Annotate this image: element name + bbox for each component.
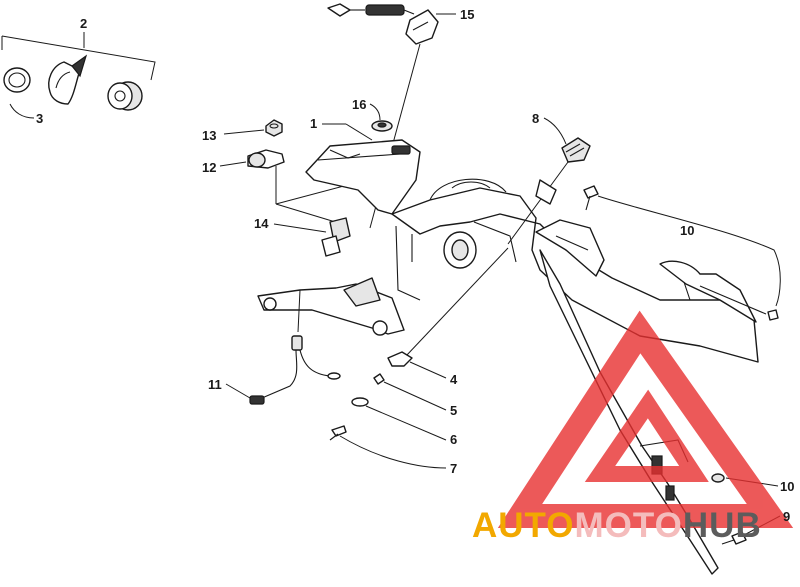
ring-seal [3,67,31,93]
watermark-triangle-outer [497,310,794,528]
callout-labels: 2 3 15 16 1 13 12 14 8 10 11 4 5 6 7 10 … [36,7,794,524]
nut-5 [373,373,385,385]
bolt-7 [331,425,347,437]
watermark-word-auto: AUTO [472,506,575,545]
grommet-16 [369,103,393,132]
tail-section [391,187,759,363]
kit-bracket-line [1,35,156,81]
reflector-8 [507,117,591,245]
watermark [497,310,794,528]
handle-knob [405,9,439,45]
callout-9: 9 [783,509,790,524]
watermark-word-moto: MOTO [575,506,683,545]
hardware-stack [329,247,509,469]
callout-3: 3 [36,111,43,126]
top-plate-grip [391,145,411,155]
watermark-text: AUTOMOTOHUB [472,506,762,545]
callout-11: 11 [208,377,222,392]
callout-12: 12 [202,160,216,175]
cable-end-fitting [327,3,351,17]
callout-8: 8 [532,111,539,126]
clip-12 [219,149,405,225]
callout-6: 6 [450,432,457,447]
callout-14: 14 [254,216,269,231]
socket-14 [273,217,351,257]
wiring-harness-11 [225,289,341,405]
bracket-4 [387,351,413,367]
nut-13 [223,119,283,137]
boot-arrow-marker [71,54,88,78]
callout-7: 7 [450,461,457,476]
side-extension [535,219,605,277]
connector-kit-group [1,32,156,119]
callout-10-bottom: 10 [780,479,794,494]
callout-16: 16 [352,97,366,112]
cable-spring [365,4,405,16]
watermark-triangle-inner [584,389,709,482]
rear-fender-body [257,123,759,575]
watermark-word-hub: HUB [683,506,762,545]
callout-5: 5 [450,403,457,418]
washer-6 [351,397,369,407]
callout-2: 2 [80,16,87,31]
rubber-boot [48,61,81,105]
callout-4: 4 [450,372,458,387]
callout-13: 13 [202,128,216,143]
cable-handle-assembly [327,3,456,229]
callout-15: 15 [460,7,474,22]
fender-tip [659,260,757,323]
callout-1: 1 [310,116,317,131]
callout-10-top: 10 [680,223,694,238]
